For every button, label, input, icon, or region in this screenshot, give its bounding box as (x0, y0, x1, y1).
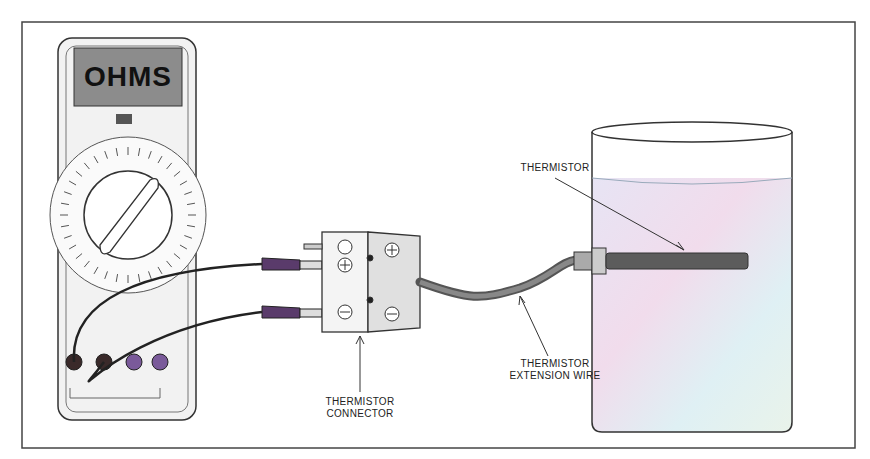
extension-wire (420, 260, 576, 296)
probe-plugs (262, 258, 322, 318)
thermistor-connector (304, 232, 420, 332)
extension-wire-core (420, 260, 576, 296)
leader-lines (356, 178, 684, 392)
part-label: THERMISTOR (500, 162, 610, 174)
frame (22, 22, 855, 448)
part-label: THERMISTOR EXTENSION WIRE (505, 358, 605, 382)
display-text: OHMS (84, 61, 172, 93)
multimeter (50, 38, 206, 420)
part-label: THERMISTOR CONNECTOR (310, 396, 410, 420)
thermistor-probe (574, 248, 748, 274)
test-leads (74, 264, 262, 381)
display-screen: OHMS (74, 48, 182, 106)
beaker (592, 122, 792, 432)
